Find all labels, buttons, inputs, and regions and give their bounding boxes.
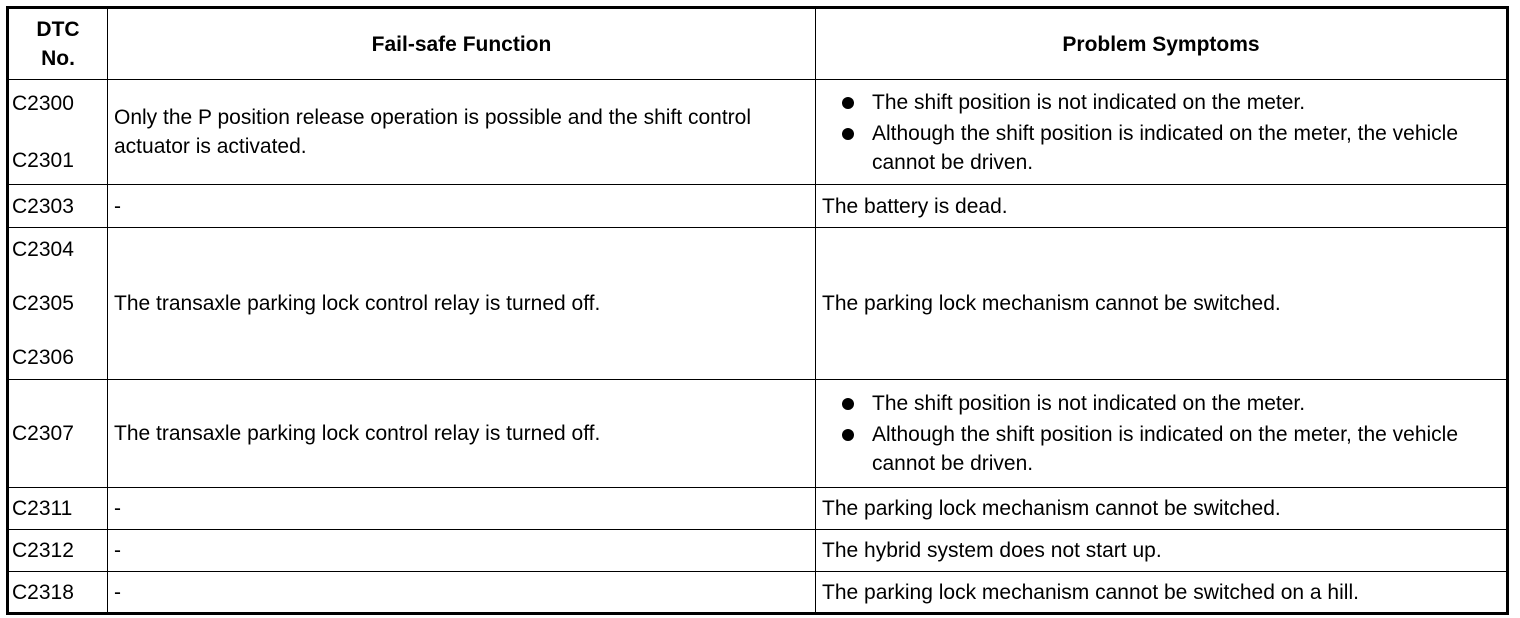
dtc-cell: C2311 — [7, 487, 108, 530]
dtc-fail-safe-table-container: DTC No. Fail-safe Function Problem Sympt… — [6, 6, 1509, 615]
dtc-code: C2318 — [12, 580, 74, 604]
fail-safe-cell: The transaxle parking lock control relay… — [107, 379, 816, 488]
dtc-cell: C2303 — [7, 184, 108, 228]
dtc-cell: C2304 C2305 C2306 — [7, 227, 108, 380]
bullet-icon — [842, 127, 854, 140]
symptom-cell: The parking lock mechanism cannot be swi… — [815, 571, 1508, 614]
dtc-cell: C2312 — [7, 529, 108, 572]
symptom-cell: The parking lock mechanism cannot be swi… — [815, 227, 1508, 380]
symptom-item: The shift position is not indicated on t… — [822, 389, 1500, 418]
table-row: C2311 - The parking lock mechanism canno… — [7, 487, 1508, 530]
symptom-text: The shift position is not indicated on t… — [872, 90, 1306, 114]
dtc-fail-safe-table: DTC No. Fail-safe Function Problem Sympt… — [6, 6, 1509, 615]
header-dtc-line2: No. — [41, 47, 75, 70]
dtc-code: C2303 — [12, 194, 74, 218]
fail-safe-cell: - — [107, 184, 816, 228]
dtc-cell: C2300 C2301 — [7, 79, 108, 185]
table-row: C2303 - The battery is dead. — [7, 184, 1508, 228]
symptom-text: The shift position is not indicated on t… — [872, 392, 1306, 415]
dtc-code: C2305 — [12, 292, 74, 315]
symptom-item: The shift position is not indicated on t… — [822, 88, 1500, 117]
header-dtc-no: DTC No. — [7, 7, 108, 80]
symptom-cell: The battery is dead. — [815, 184, 1508, 228]
table-row: C2307 The transaxle parking lock control… — [7, 379, 1508, 488]
symptom-list: The shift position is not indicated on t… — [822, 88, 1500, 177]
symptom-cell: The hybrid system does not start up. — [815, 529, 1508, 572]
dtc-code: C2301 — [12, 149, 74, 172]
table-row: C2318 - The parking lock mechanism canno… — [7, 571, 1508, 614]
symptoms-cell: The shift position is not indicated on t… — [815, 79, 1508, 185]
header-problem-symptoms: Problem Symptoms — [815, 7, 1508, 80]
symptom-text: Although the shift position is indicated… — [872, 423, 1459, 475]
table-row: C2304 C2305 C2306 The transaxle parking … — [7, 227, 1508, 380]
fail-safe-cell: - — [107, 529, 816, 572]
bullet-icon — [842, 429, 854, 441]
dtc-code: C2311 — [12, 497, 73, 520]
fail-safe-cell: - — [107, 571, 816, 614]
dtc-code: C2306 — [12, 346, 74, 369]
table-row: C2300 C2301 Only the P position release … — [7, 79, 1508, 185]
table-header-row: DTC No. Fail-safe Function Problem Sympt… — [7, 7, 1508, 80]
dtc-code: C2300 — [12, 92, 74, 115]
dtc-code: C2312 — [12, 539, 74, 562]
symptom-item: Although the shift position is indicated… — [822, 119, 1500, 177]
dtc-cell: C2318 — [7, 571, 108, 614]
bullet-icon — [842, 96, 854, 109]
fail-safe-cell: Only the P position release operation is… — [107, 79, 816, 185]
dtc-cell: C2307 — [7, 379, 108, 488]
fail-safe-cell: The transaxle parking lock control relay… — [107, 227, 816, 380]
symptom-cell: The parking lock mechanism cannot be swi… — [815, 487, 1508, 530]
symptom-item: Although the shift position is indicated… — [822, 420, 1500, 478]
header-fail-safe-function: Fail-safe Function — [107, 7, 816, 80]
bullet-icon — [842, 398, 854, 410]
symptoms-cell: The shift position is not indicated on t… — [815, 379, 1508, 488]
dtc-code: C2304 — [12, 238, 74, 261]
symptom-list: The shift position is not indicated on t… — [822, 389, 1500, 478]
header-dtc-line1: DTC — [36, 18, 80, 41]
table-row: C2312 - The hybrid system does not start… — [7, 529, 1508, 572]
dtc-code: C2307 — [12, 422, 74, 445]
fail-safe-cell: - — [107, 487, 816, 530]
symptom-text: Although the shift position is indicated… — [872, 121, 1459, 174]
